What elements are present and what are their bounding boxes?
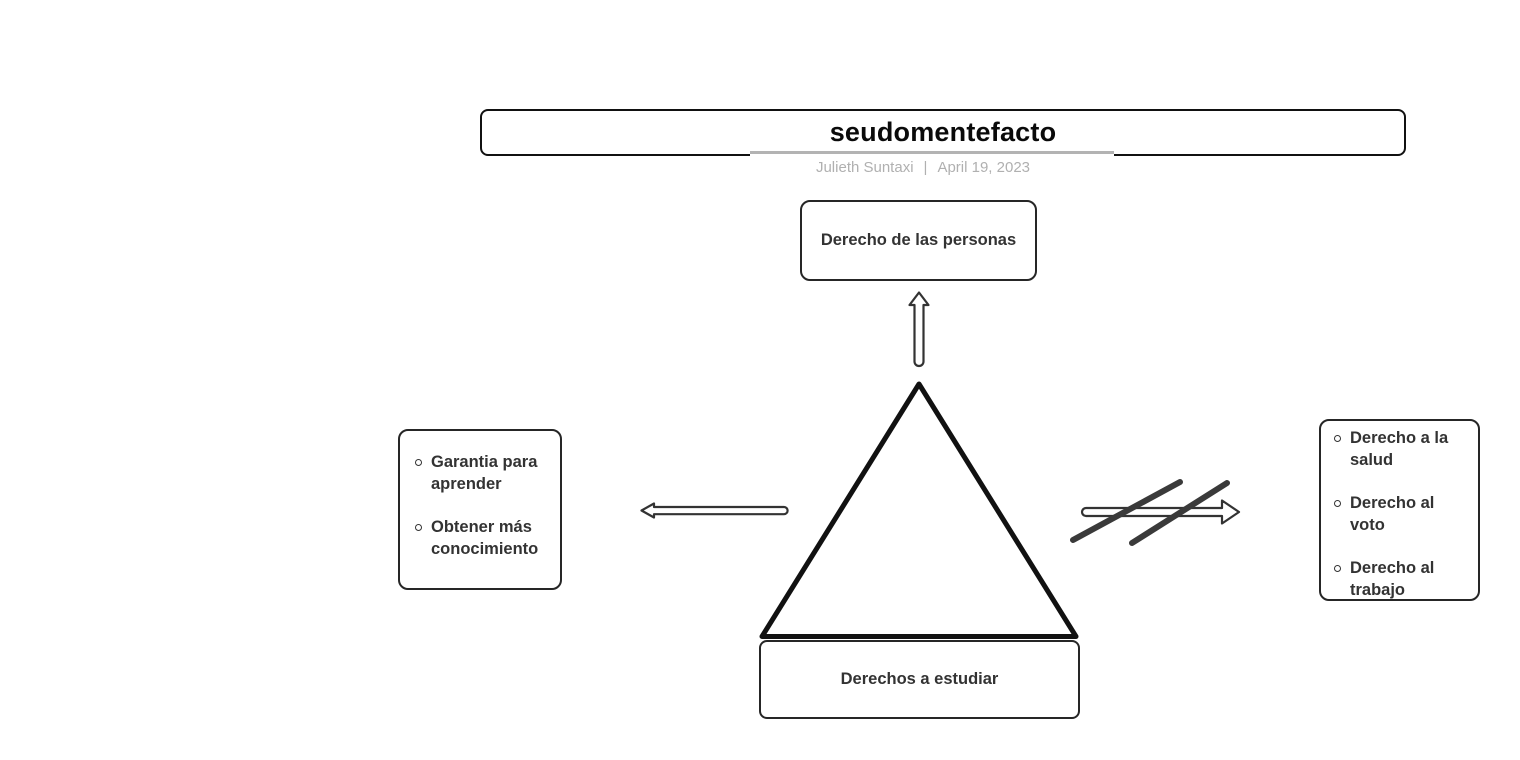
left-arrow-icon (640, 502, 789, 519)
title-box: seudomentefacto (480, 109, 1406, 156)
byline-author: Julieth Suntaxi (815, 158, 914, 176)
byline-date: April 19, 2023 (937, 158, 1031, 176)
node-derechos-a-estudiar: Derechos a estudiar (759, 640, 1080, 719)
byline-separator: | (923, 158, 928, 176)
title-underline (750, 151, 1114, 154)
list-item-label: Garantia para aprender (431, 453, 538, 493)
node-derecho-de-las-personas: Derecho de las personas (800, 200, 1037, 281)
list-item: Garantia para aprender (414, 452, 552, 495)
title-underline-mask (750, 150, 1114, 159)
list-item: Derecho al voto (1333, 493, 1472, 536)
list-item: Derecho al trabajo (1333, 558, 1472, 601)
right-panel: Derecho a la salud Derecho al voto Derec… (1319, 419, 1480, 601)
right-arrow-icon (1080, 499, 1241, 525)
strikethrough-slash-1 (1070, 479, 1183, 543)
strikethrough-slash-2 (1129, 480, 1230, 546)
left-panel-list: Garantia para aprender Obtener más conoc… (414, 452, 552, 560)
up-arrow-icon (908, 291, 930, 368)
byline: Julieth Suntaxi | April 19, 2023 (643, 157, 1203, 177)
triangle-shape (759, 381, 1079, 639)
node-label: Derechos a estudiar (840, 670, 999, 688)
right-panel-list: Derecho a la salud Derecho al voto Derec… (1333, 428, 1472, 601)
page-title: seudomentefacto (829, 117, 1057, 147)
list-item: Derecho a la salud (1333, 428, 1472, 471)
left-panel: Garantia para aprender Obtener más conoc… (398, 429, 562, 590)
node-label: Derecho de las personas (820, 231, 1017, 249)
list-item-label: Derecho al voto (1350, 494, 1435, 534)
list-item-label: Obtener más conocimiento (431, 518, 539, 558)
list-item-label: Derecho al trabajo (1350, 559, 1435, 599)
list-item-label: Derecho a la salud (1350, 429, 1449, 469)
list-item: Obtener más conocimiento (414, 517, 552, 560)
